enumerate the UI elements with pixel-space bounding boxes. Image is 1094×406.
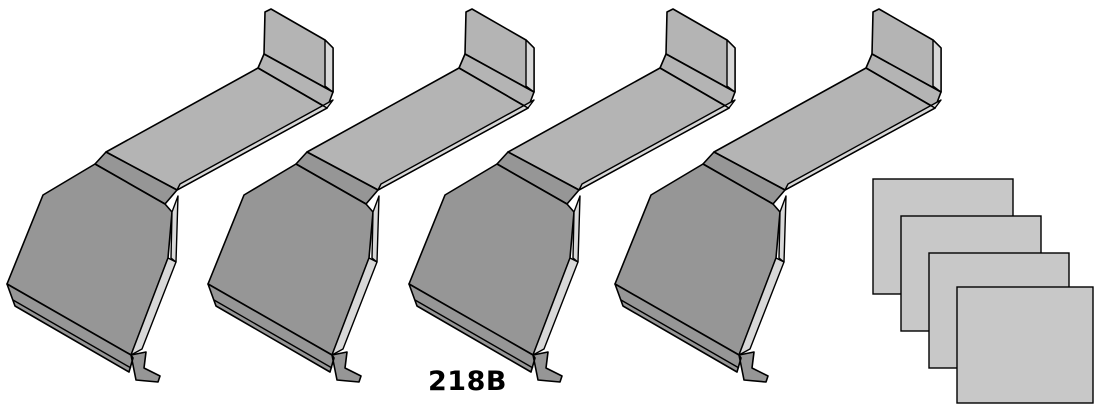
part-number-label: 218B [428,366,507,397]
pad-4 [956,286,1094,404]
pad-stack [872,178,1094,404]
